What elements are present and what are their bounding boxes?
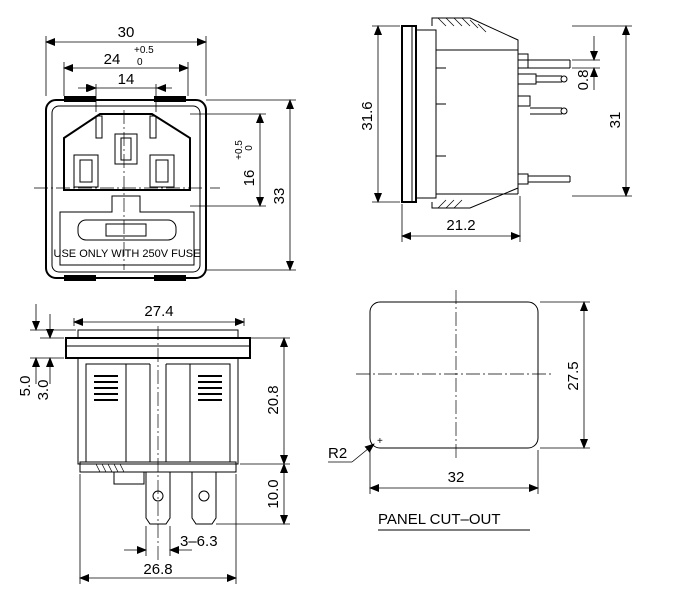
dim-inner-width-tol-upper: +0.5 xyxy=(134,45,154,56)
bottom-view: 27.4 5.0 3.0 20.8 10.0 3–6.3 26.8 xyxy=(17,303,290,584)
panel-cutout-view: + 27.5 32 R2 PANEL CUT–OUT xyxy=(328,290,590,531)
dim-bottom-width: 27.4 xyxy=(144,303,173,320)
dim-socket-tol-upper: +0.5 xyxy=(234,140,245,160)
dim-cutout-width: 32 xyxy=(448,469,465,486)
dim-pin-span-14: 14 xyxy=(118,71,135,88)
dim-offset-3: 3.0 xyxy=(35,380,52,401)
dim-total-height: 31 xyxy=(607,112,624,129)
dim-cutout-height: 27.5 xyxy=(565,361,582,390)
cutout-corner-mark: + xyxy=(377,436,383,447)
dim-cutout-radius: R2 xyxy=(328,445,347,462)
dim-depth: 21.2 xyxy=(446,217,475,234)
dim-inner-width: 24 xyxy=(104,51,121,68)
panel-cutout-title: PANEL CUT–OUT xyxy=(378,511,501,528)
dim-socket-height: 16 xyxy=(241,170,258,187)
dim-body-depth: 20.8 xyxy=(265,385,282,414)
dim-terminal-pitch: 0.8 xyxy=(575,70,592,91)
dim-width-30: 30 xyxy=(118,24,135,41)
dim-terminal-length: 10.0 xyxy=(265,479,282,508)
dim-height-33: 33 xyxy=(271,188,288,205)
side-view: 31.6 31 0.8 21.2 xyxy=(359,17,632,242)
dim-inner-width-tol-lower: 0 xyxy=(137,57,143,68)
dim-offset-5: 5.0 xyxy=(17,376,34,397)
front-view: USE ONLY WITH 250V FUSE 30 24 +0.5 0 14 … xyxy=(34,24,296,281)
dim-base-width: 26.8 xyxy=(143,561,172,578)
dim-terminal-spec: 3–6.3 xyxy=(180,533,218,550)
dim-socket-tol-lower: 0 xyxy=(244,145,255,151)
dim-body-height: 31.6 xyxy=(359,101,376,130)
fuse-warning-label: USE ONLY WITH 250V FUSE xyxy=(54,248,201,260)
